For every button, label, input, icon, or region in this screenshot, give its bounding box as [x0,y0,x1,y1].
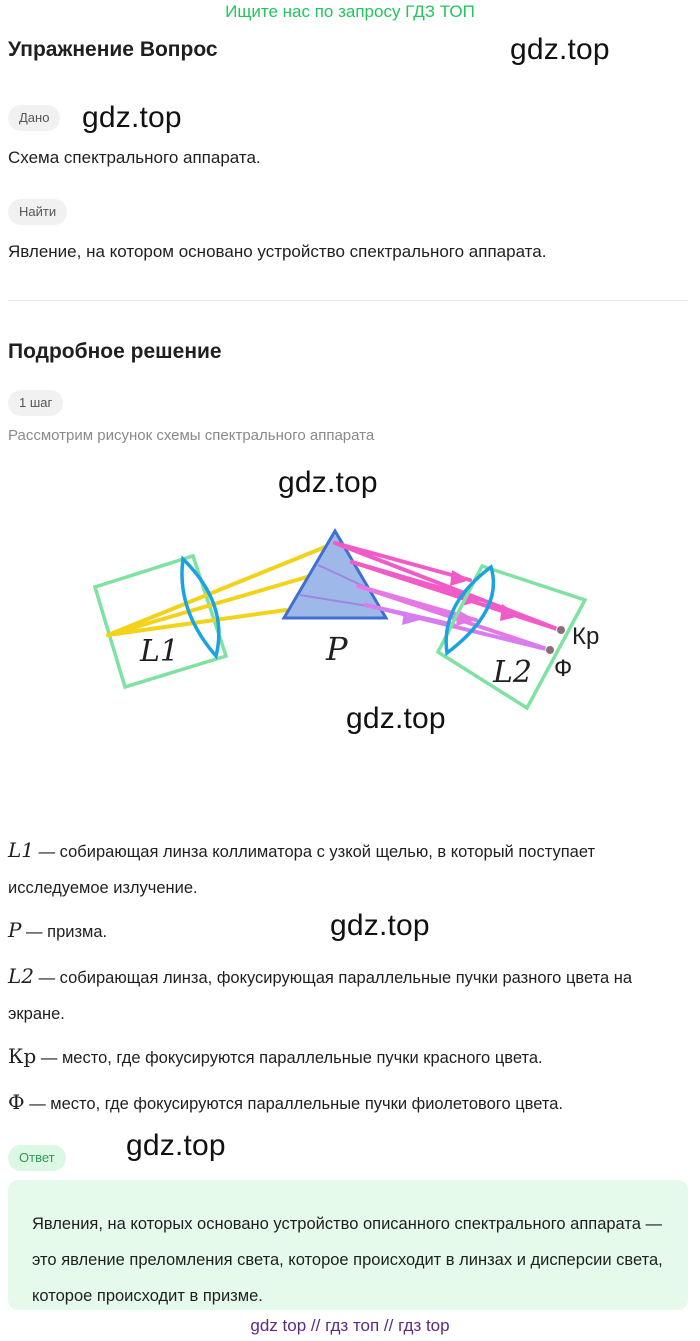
solution-title: Подробное решение [8,340,222,363]
exercise-title: Упражнение Вопрос [8,38,218,61]
given-text: Схема спектрального аппарата. [8,148,261,167]
symbol-l1: L1 [8,838,35,862]
spectral-apparatus-diagram: L1 P L2 Кр Ф [92,528,599,711]
violet-focus-point [545,645,555,655]
watermark: gdz.top [510,33,610,66]
search-banner[interactable]: Ищите нас по запросу ГДЗ ТОП [225,2,475,21]
lens1-frame [92,553,229,690]
lens1-label: L1 [139,634,179,669]
watermark: gdz.top [278,466,378,499]
red-focus-label: Кр [572,623,599,650]
symbol-l2: L2 [8,964,35,988]
watermark: gdz.top [82,101,182,134]
find-text: Явление, на котором основано устройство … [8,242,547,261]
symbol-red: Кр [8,1044,37,1068]
symbol-p: P [8,918,22,942]
step-tag: 1 шаг [8,390,64,416]
definition-text: — собирающая линза коллиматора с узкой щ… [8,843,595,897]
definition-text: — место, где фокусируются параллельные п… [24,1095,563,1113]
answer-box: Явления, на которых основано устройство … [8,1180,688,1310]
given-tag: Дано [8,105,61,131]
definition-p: P — призма. [8,912,692,950]
violet-focus-label: Ф [554,655,572,682]
lens2-label: L2 [492,655,532,690]
lens2 [444,564,496,657]
incoming-beams [106,541,337,637]
symbol-violet: Ф [8,1090,25,1114]
definition-text: — место, где фокусируются параллельные п… [36,1049,543,1067]
lens2-frame [435,563,588,711]
answer-tag: Ответ [8,1145,66,1171]
step-text: Рассмотрим рисунок схемы спектрального а… [8,427,375,444]
find-tag: Найти [8,199,68,225]
red-focus-point [556,625,566,635]
footer-links[interactable]: gdz top // гдз топ // гдз top [250,1316,450,1335]
answer-text: Явления, на которых основано устройство … [32,1215,663,1305]
divider [8,300,688,301]
prism-label: P [325,630,348,668]
definition-violet: Ф — место, где фокусируются параллельные… [8,1084,692,1122]
definition-red: Кр — место, где фокусируются параллельны… [8,1038,692,1076]
definition-text: — собирающая линза, фокусирующая паралле… [8,969,633,1023]
watermark: gdz.top [330,909,430,942]
definition-text: — призма. [21,923,108,941]
definition-l1: L1 — собирающая линза коллиматора с узко… [8,832,692,906]
definition-l2: L2 — собирающая линза, фокусирующая пара… [8,958,692,1032]
watermark: gdz.top [126,1129,226,1162]
lens1 [180,555,221,660]
watermark: gdz.top [346,702,446,735]
